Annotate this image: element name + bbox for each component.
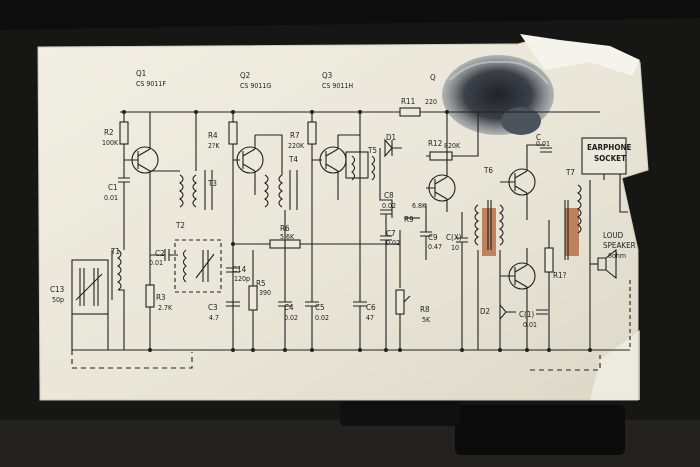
c7-value: 0.02 bbox=[386, 239, 400, 247]
c5-value: 0.02 bbox=[315, 314, 329, 322]
earphone-label-line2: SOCKET bbox=[594, 154, 626, 163]
r8-value: 5K bbox=[422, 316, 431, 324]
c6-ref: C6 bbox=[366, 303, 376, 312]
schematic-card bbox=[37, 37, 649, 401]
c1-ref: C1 bbox=[108, 183, 118, 192]
r2-ref: R2 bbox=[104, 128, 114, 137]
t4-ref: T4 bbox=[288, 155, 298, 164]
r10-ref: R1? bbox=[553, 271, 567, 280]
speaker-label-line2: SPEAKER bbox=[603, 241, 636, 250]
c6-value: 47 bbox=[366, 314, 374, 322]
c13-ref: C13 bbox=[50, 285, 64, 294]
q1-ref: Q1 bbox=[136, 69, 146, 78]
c7-ref: C7 bbox=[386, 229, 396, 238]
c10-ref: C(X) bbox=[446, 233, 462, 242]
c3-value: 4.7 bbox=[209, 314, 219, 322]
q2-part: CS 9011G bbox=[240, 82, 271, 90]
earphone-label-line1: EARPHONE bbox=[587, 143, 631, 152]
t6-ref: T6 bbox=[483, 166, 493, 175]
c14-ref: C14 bbox=[232, 265, 247, 274]
q3-part: CS 9011H bbox=[322, 82, 353, 90]
component-labels: R2 100K C1 0.01 T1 C13 50p C2 0.01 R3 2.… bbox=[50, 97, 575, 329]
speaker-label-line3: 8ohm bbox=[608, 252, 626, 260]
r7-ref: R7 bbox=[290, 131, 300, 140]
r2-value: 100K bbox=[102, 139, 119, 147]
r3-value: 2.7K bbox=[158, 304, 173, 312]
c9-value: 0.47 bbox=[428, 243, 442, 251]
c11-value: 0.01 bbox=[523, 321, 537, 329]
r5-ref: R5 bbox=[256, 279, 266, 288]
r9-value: 6.8K bbox=[412, 202, 427, 210]
t2-ref: T2 bbox=[175, 221, 185, 230]
c5-ref: C5 bbox=[315, 303, 325, 312]
housing-shadow bbox=[0, 0, 700, 30]
c11-ref: C(1) bbox=[519, 310, 534, 319]
output-labels: EARPHONE SOCKET LOUD SPEAKER 8ohm bbox=[587, 143, 636, 260]
card-curl bbox=[520, 34, 640, 76]
r5-value: 390 bbox=[259, 289, 271, 297]
burn-hole bbox=[501, 107, 541, 135]
r3-ref: R3 bbox=[156, 293, 166, 302]
c2-value: 0.01 bbox=[149, 259, 163, 267]
transistor-headers: Q1 CS 9011F Q2 CS 9011G Q3 CS 9011H Q bbox=[136, 69, 436, 90]
c3-ref: C3 bbox=[208, 303, 218, 312]
r8-ref: R8 bbox=[420, 305, 430, 314]
c1-value: 0.01 bbox=[104, 194, 118, 202]
r12-value: 820K bbox=[444, 142, 461, 150]
c8-value: 0.02 bbox=[382, 202, 396, 210]
c14-value: 120p bbox=[234, 275, 250, 283]
r4-ref: R4 bbox=[208, 131, 218, 140]
copper-strip-left bbox=[482, 208, 496, 256]
battery-clip bbox=[455, 405, 625, 455]
junction-dots bbox=[122, 110, 592, 352]
q1-part: CS 9011F bbox=[136, 80, 166, 88]
r11-ref: R11 bbox=[401, 97, 415, 106]
c9-ref: C9 bbox=[428, 233, 438, 242]
burn-edge bbox=[449, 60, 549, 85]
r12-ref: R12 bbox=[428, 139, 442, 148]
c10-value: 10 bbox=[451, 244, 459, 252]
schematic-wiring bbox=[71, 107, 631, 371]
c2-ref: C2 bbox=[155, 249, 165, 258]
r6-ref: R6 bbox=[280, 224, 290, 233]
card-glare bbox=[590, 330, 640, 400]
t1-ref: T1 bbox=[110, 247, 120, 256]
d2-ref: D2 bbox=[480, 307, 490, 316]
r7-value: 220K bbox=[288, 142, 305, 150]
t7-ref: T7 bbox=[565, 168, 575, 177]
c4-ref: C4 bbox=[284, 303, 294, 312]
r6-value: 5.6K bbox=[280, 233, 295, 241]
q3-ref: Q3 bbox=[322, 71, 332, 80]
c12-value: 0.01 bbox=[536, 140, 550, 148]
c12-ref: C bbox=[536, 133, 541, 142]
t5-ref: T5 bbox=[367, 146, 377, 155]
r9-ref: R9 bbox=[404, 215, 414, 224]
c8-ref: C8 bbox=[384, 191, 394, 200]
c13-value: 50p bbox=[52, 296, 64, 304]
r4-value: 2?K bbox=[208, 142, 220, 150]
copper-strip-right bbox=[565, 208, 579, 256]
q2-ref: Q2 bbox=[240, 71, 250, 80]
speaker-label-line1: LOUD bbox=[603, 231, 624, 240]
t3-ref: T3 bbox=[207, 179, 217, 188]
r11-value: 220 bbox=[425, 98, 437, 106]
c4-value: 0.02 bbox=[284, 314, 298, 322]
housing-rib bbox=[340, 396, 460, 426]
q4-ref: Q bbox=[430, 73, 436, 82]
d1-ref: D1 bbox=[386, 133, 396, 142]
